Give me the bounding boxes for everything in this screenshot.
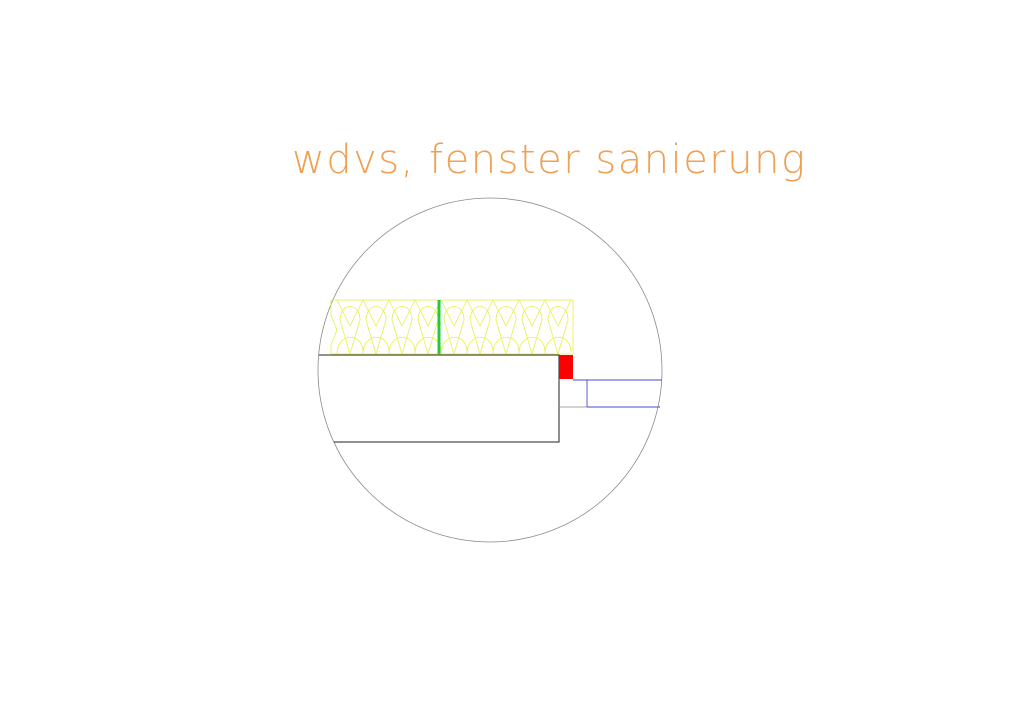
wall-outline: [319, 354, 560, 443]
insulation-board: [330, 299, 574, 355]
insulation-outline: [330, 299, 574, 355]
sealing-tape: [559, 355, 573, 379]
masonry-wall: [319, 354, 560, 443]
insulation-hatch: [336, 299, 572, 355]
drawing-title: wdvs, fenster sanierung: [292, 137, 806, 183]
window-frame: [559, 379, 662, 408]
detail-circle: [317, 197, 663, 543]
